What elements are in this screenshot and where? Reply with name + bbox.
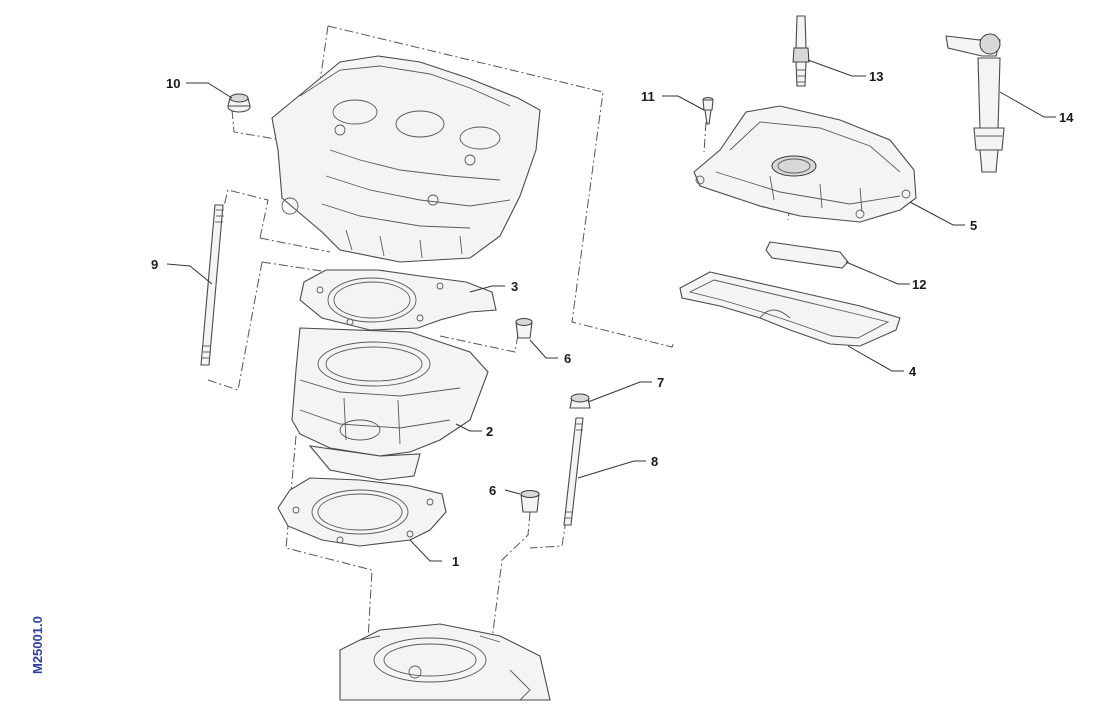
callout-labels: 1 2 3 4 5 6 6 7 8 9 10 11 12 13 14	[151, 69, 1074, 569]
crankcase-top	[339, 623, 551, 701]
part-14-ignition-coil	[945, 33, 1005, 173]
part-4-cover-gasket	[679, 271, 901, 347]
callout-9: 9	[151, 257, 158, 272]
part-8-stud	[563, 417, 584, 526]
part-2-cylinder	[291, 327, 489, 481]
assembly-guide-lines	[207, 25, 801, 641]
callout-13: 13	[869, 69, 883, 84]
part-13-spark-plug	[792, 15, 810, 87]
callout-14: 14	[1059, 110, 1074, 125]
part-5-valve-cover	[693, 105, 917, 223]
callout-12: 12	[912, 277, 926, 292]
part-3-head-gasket	[299, 269, 497, 331]
part-11-bolt	[702, 97, 714, 125]
part-12-seal	[765, 241, 849, 269]
leader-lines	[166, 59, 1056, 562]
callout-2: 2	[486, 424, 493, 439]
callout-8: 8	[651, 454, 658, 469]
callout-6-upper: 6	[564, 351, 571, 366]
part-1-base-gasket	[277, 477, 447, 547]
callout-5: 5	[970, 218, 977, 233]
callout-7: 7	[657, 375, 664, 390]
part-6-dowel-upper	[515, 318, 533, 339]
callout-11: 11	[641, 89, 655, 104]
callout-3: 3	[511, 279, 518, 294]
callout-10: 10	[166, 76, 180, 91]
part-10-flange-nut	[227, 93, 251, 113]
part-7-nut	[569, 393, 591, 409]
callout-4: 4	[909, 364, 917, 379]
cylinder-head	[271, 55, 541, 263]
callout-1: 1	[452, 554, 459, 569]
figure-reference-code: M25001.0	[30, 616, 45, 674]
callout-6-lower: 6	[489, 483, 496, 498]
part-9-stud	[200, 204, 224, 366]
part-6-dowel-lower	[520, 490, 540, 513]
